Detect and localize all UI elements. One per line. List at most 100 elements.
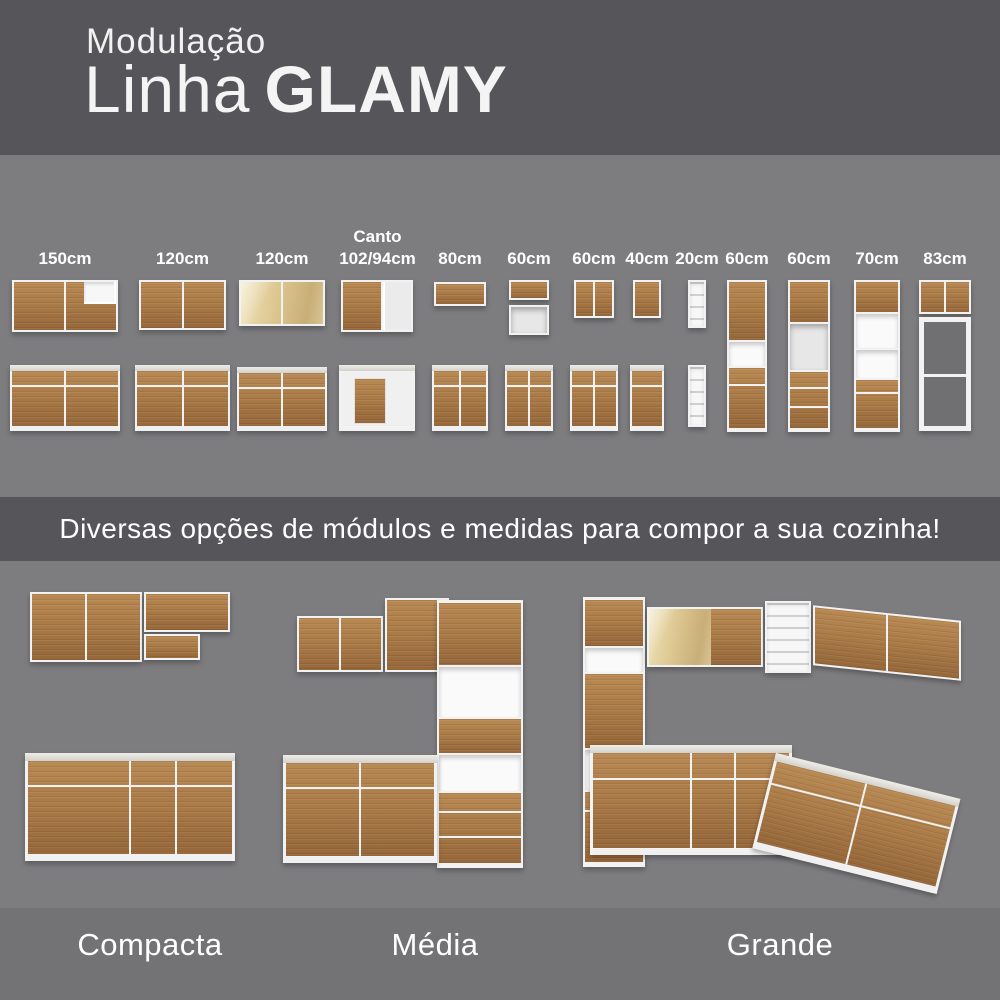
- cabinet-door: [439, 603, 521, 665]
- base-cabinet: [10, 365, 120, 431]
- cabinet-door: [585, 600, 643, 646]
- drawer-divider: [790, 405, 828, 408]
- cabinet-door: [343, 282, 381, 330]
- module-size-label: 83cm: [923, 249, 967, 268]
- countertop: [25, 753, 235, 761]
- base-cabinet: [570, 365, 618, 431]
- cabinet-front: [507, 371, 551, 426]
- footer-band: [0, 908, 1000, 1000]
- cabinet-door: [146, 636, 198, 658]
- cabinet-front: [12, 371, 118, 426]
- open-niche: [856, 350, 898, 378]
- wall-cabinet: [12, 280, 118, 332]
- corner-base-cabinet: [339, 365, 415, 431]
- base-cabinet-run: [283, 755, 437, 863]
- module-size-label: 120cm: [255, 249, 309, 268]
- corner-wall-cabinet: [341, 280, 413, 332]
- module-60cm-b: 60cm: [570, 155, 618, 497]
- plinth: [138, 426, 227, 431]
- module-size-label: 70cm: [855, 249, 899, 268]
- module-size-label: 150cm: [38, 249, 92, 268]
- wall-cabinet: [139, 280, 226, 330]
- module-40cm: 40cm: [625, 155, 669, 497]
- wall-cabinet: [297, 616, 383, 672]
- module-120cm-b: 120cm: [237, 155, 327, 497]
- module-size-label: 60cm: [507, 249, 551, 268]
- open-niche: [585, 648, 643, 672]
- base-cabinet-run-angled: [752, 753, 961, 895]
- base-cabinet: [505, 365, 553, 431]
- tall-cabinet: [854, 280, 900, 432]
- fridge-frame: [919, 317, 971, 431]
- layout-label-grande: Grande: [726, 927, 834, 962]
- shelves: [690, 367, 704, 425]
- cabinet-door: [711, 609, 761, 665]
- base-cabinet-run: [590, 745, 792, 855]
- module-80cm: 80cm: [432, 155, 488, 497]
- microwave-niche: [509, 305, 549, 335]
- cabinet-doors: [299, 618, 381, 670]
- wall-cabinet: [813, 605, 961, 681]
- wall-cabinet: [919, 280, 971, 314]
- countertop: [339, 365, 415, 371]
- plinth: [435, 426, 485, 431]
- side-panel: [383, 282, 411, 330]
- header-subtitle: Modulação: [86, 22, 267, 61]
- open-shelf-unit: [688, 365, 706, 427]
- cabinet-front: [28, 761, 232, 854]
- glass-wall-cabinet: [239, 280, 325, 326]
- title-brand-name: GLAMY: [264, 52, 508, 126]
- cabinet-doors: [921, 282, 969, 312]
- open-shelf-unit: [765, 601, 811, 673]
- countertop: [10, 365, 120, 371]
- cabinet-door: [635, 282, 659, 316]
- base-cabinet: [432, 365, 488, 431]
- door-divider: [734, 753, 737, 848]
- open-shelf-unit: [688, 280, 706, 328]
- module-canto: Canto 102/94cm: [335, 155, 420, 497]
- cabinet-front: [434, 371, 486, 426]
- open-niche: [439, 667, 521, 717]
- modules-section: 150cm 120cm 120cm: [0, 155, 1000, 497]
- open-shelf: [84, 282, 116, 304]
- cabinet-door: [439, 719, 521, 753]
- banner: Diversas opções de módulos e medidas par…: [0, 497, 1000, 561]
- title-line-name: Linha: [84, 52, 251, 126]
- tall-cabinet: [437, 600, 523, 868]
- module-120cm-a: 120cm: [135, 155, 230, 497]
- wall-cabinet: [144, 634, 200, 660]
- countertop: [432, 365, 488, 371]
- banner-text: Diversas opções de módulos e medidas par…: [59, 513, 941, 544]
- shelves: [690, 282, 704, 326]
- cabinet-doors: [32, 594, 140, 660]
- cabinet-door: [856, 282, 898, 312]
- cabinet-front: [137, 371, 228, 426]
- wall-cabinet: [574, 280, 614, 318]
- countertop: [630, 365, 664, 371]
- countertop: [135, 365, 230, 371]
- glass-doors: [649, 609, 711, 665]
- open-niche: [729, 342, 765, 366]
- base-cabinet: [135, 365, 230, 431]
- cabinet-drawers: [729, 368, 765, 428]
- cabinet-door: [436, 284, 484, 304]
- wall-cabinet: [144, 592, 230, 632]
- module-150cm: 150cm: [10, 155, 120, 497]
- module-size-label: 120cm: [156, 249, 209, 268]
- plinth: [593, 849, 789, 855]
- cabinet-drawers: [790, 372, 828, 428]
- glass-doors: [241, 282, 323, 324]
- open-niche: [511, 307, 547, 333]
- cabinet-door: [790, 282, 828, 322]
- module-70cm: 70cm: [852, 155, 902, 497]
- cabinet-doors: [576, 282, 612, 316]
- cabinet-doors: [815, 607, 959, 679]
- base-cabinet-run: [25, 753, 235, 861]
- cabinet-front: [572, 371, 616, 426]
- wall-cabinet: [509, 280, 549, 300]
- plinth: [633, 426, 661, 431]
- cabinet-door: [585, 674, 643, 748]
- module-20cm: 20cm: [675, 155, 719, 497]
- cabinet-drawers: [439, 793, 521, 863]
